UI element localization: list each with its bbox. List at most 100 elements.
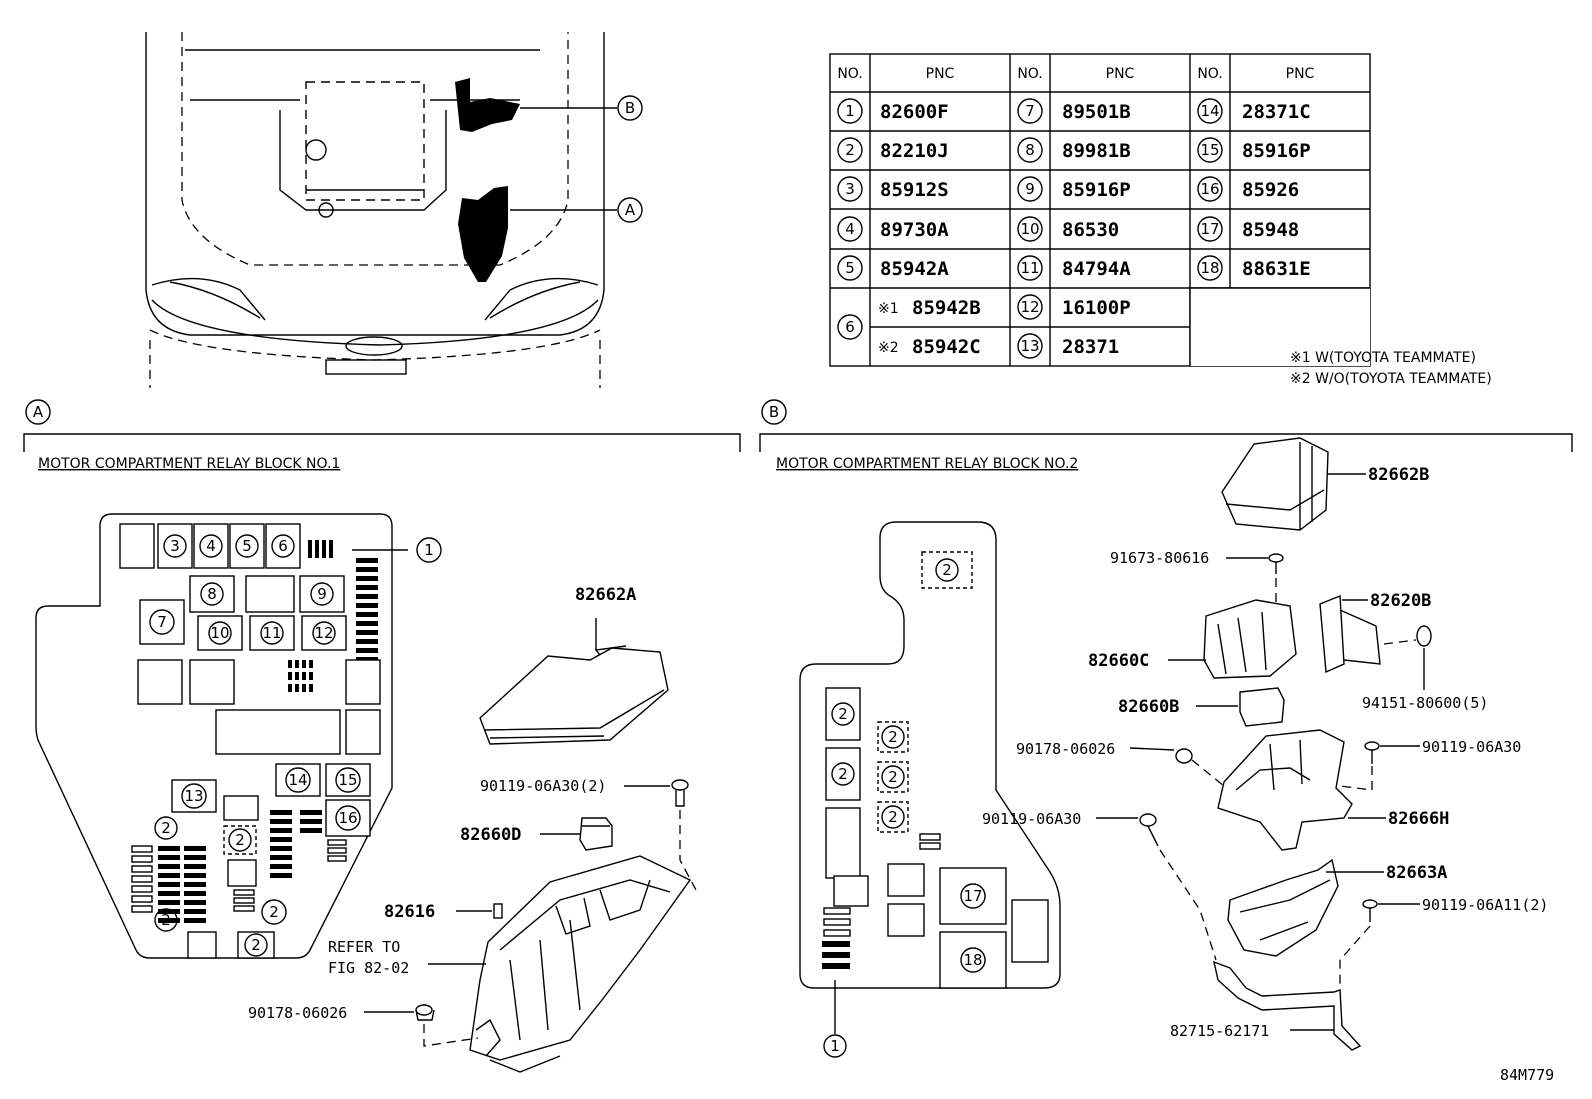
callout-b: B [625,99,635,117]
table-row-number: 17 [1197,216,1223,242]
note-2: ※2 W/O(TOYOTA TEAMMATE) [1290,371,1492,387]
table-pnc-value: 16100P [1062,297,1131,319]
label-82666h: 82666H [1388,809,1449,829]
index-number: 6 [278,537,288,555]
table-row-number: 11 [1017,255,1043,281]
case-82663a-illustration [1227,858,1339,957]
relay-slot: 9 [310,582,334,606]
index-number: 3 [845,180,855,198]
relay-slot: 8 [200,582,224,606]
table-variant-mark: ※1 [878,301,899,317]
table-row-number: 13 [1017,333,1043,359]
terminal [270,864,292,869]
table-pnc-value: 88631E [1242,258,1311,280]
terminal [184,864,206,869]
terminal [270,846,292,851]
table-pnc-value: 85912S [880,179,949,201]
terminal [300,828,322,833]
label-screw-b: 91673-80616 [1110,549,1209,567]
table-row-number: 10 [1017,216,1043,242]
index-number: 6 [845,318,855,336]
index-number: 7 [157,613,167,631]
relay-slot: 15 [335,767,361,793]
cover-82662a-illustration [479,618,669,745]
table-pnc-value: 84794A [1062,258,1131,280]
terminal [356,576,378,581]
index-number: 18 [963,951,982,969]
fuse [131,885,153,893]
section-b-marker: B [769,403,779,421]
index-number: 9 [317,585,327,603]
terminal [295,660,299,668]
terminal [822,963,850,969]
section-a-marker: A [33,403,44,421]
col-no-header: NO. [837,66,862,82]
screw-illustration [1268,553,1284,604]
block-82620b-illustration [1319,594,1381,674]
figure-code: 84M779 [1500,1066,1554,1084]
terminal [822,941,850,947]
terminal [356,639,378,644]
label-82620b: 82620B [1370,591,1431,611]
index-number: 2 [161,819,171,837]
section-b-title: MOTOR COMPARTMENT RELAY BLOCK NO.2 [776,456,1078,472]
col-no-header: NO. [1017,66,1042,82]
fuse-slot: 2 [244,933,268,957]
bolt-b-lower-illustration [1339,899,1378,990]
fuse-slot: 2 [831,702,855,726]
table-row-number: 15 [1197,137,1223,163]
label-bolt-b-lower: 90119-06A11(2) [1422,896,1548,914]
index-number: 13 [1020,337,1039,355]
fuse-slot: 2 [881,725,905,749]
table-row-number: 6 [837,314,863,340]
terminal [158,864,180,869]
fuse [131,895,153,903]
terminal [295,672,299,680]
relay-slot: 18 [960,947,986,973]
label-82660d: 82660D [460,825,521,845]
index-number: 2 [888,768,898,786]
fuse-slot: 2 [261,899,287,925]
relay-slot: 6 [271,534,295,558]
table-pnc-value: 89981B [1062,140,1131,162]
terminal [356,603,378,608]
index-number: 12 [314,624,333,642]
relay-slot: 17 [960,883,986,909]
index-number: 2 [942,561,952,579]
fuse [233,905,255,912]
terminal [158,882,180,887]
fuse [131,855,153,863]
index-number: 2 [251,936,261,954]
index-number: 9 [1025,180,1035,198]
index-number: 2 [269,903,279,921]
relay-slot: 4 [199,534,223,558]
note-1: ※1 W(TOYOTA TEAMMATE) [1290,350,1476,366]
terminal [158,900,180,905]
index-number: 1 [830,1037,840,1055]
terminal [288,684,292,692]
index-number: 11 [262,624,281,642]
fuse-slot: 2 [935,558,959,582]
terminal [322,540,326,558]
terminal [184,900,206,905]
col-pnc-header: PNC [1286,66,1315,82]
relay-slot: 7 [149,609,175,635]
index-number: 15 [338,771,357,789]
fuse [327,847,347,854]
terminal [315,540,319,558]
holder-82660c-illustration [1203,599,1297,679]
index-number: 12 [1020,298,1039,316]
index-number: 7 [1025,102,1035,120]
index-number: 17 [963,887,982,905]
index-number: 2 [235,831,245,849]
relay-slot: 13 [181,783,207,809]
index-number: 3 [170,537,180,555]
index-number: 11 [1020,259,1039,277]
table-pnc-value: 85916P [1062,179,1131,201]
index-number: 10 [1020,220,1039,238]
table-pnc-value: 85942B [912,297,981,319]
index-marker: 1 [416,537,442,563]
